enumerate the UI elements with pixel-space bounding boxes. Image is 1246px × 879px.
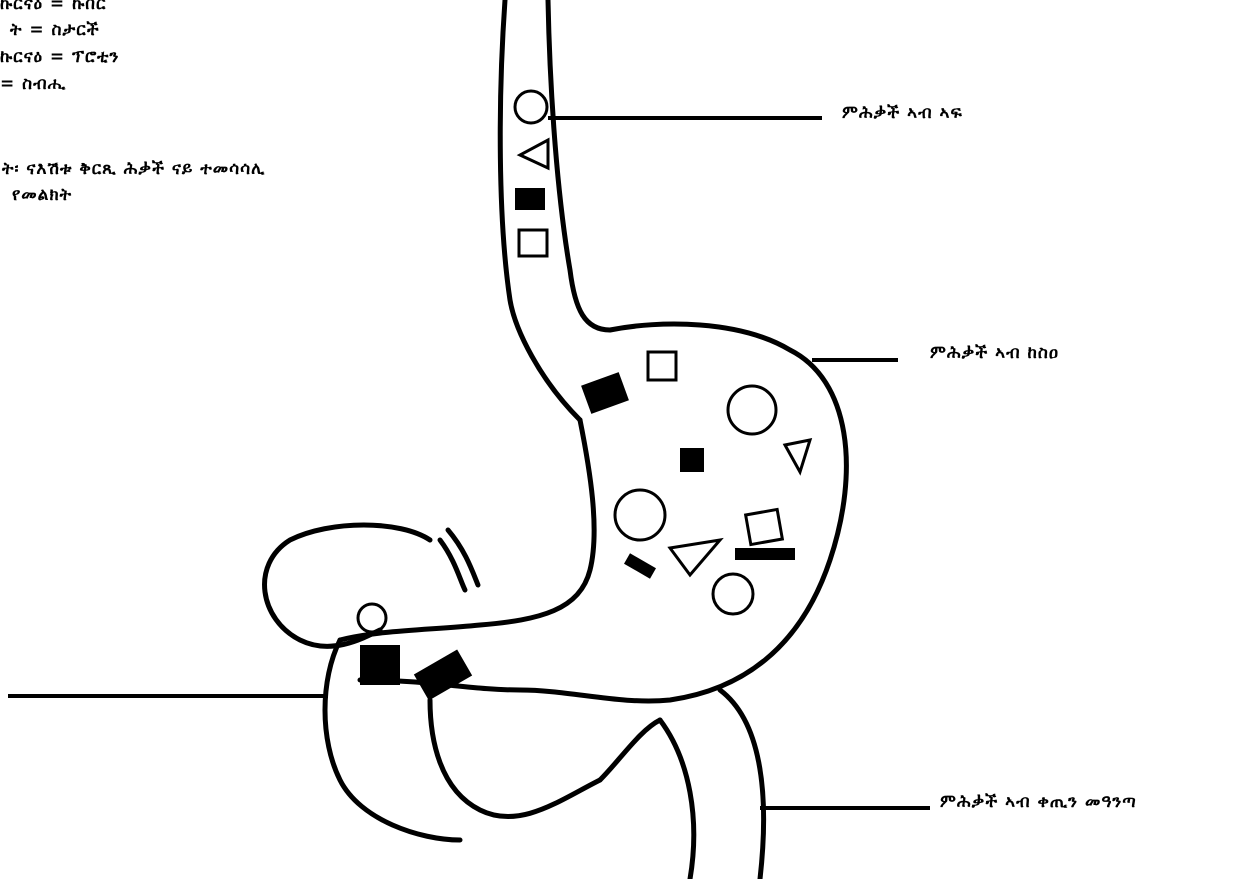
square-shape <box>519 230 547 256</box>
circle-shape <box>515 91 547 123</box>
bar-shape <box>515 188 545 210</box>
bar-shape <box>735 548 795 560</box>
bar-shape <box>360 645 400 685</box>
triangle-shape <box>670 540 720 575</box>
circle-shape <box>358 604 386 632</box>
duodenum-inner <box>430 700 600 817</box>
label-stomach: ምሕቃች ኣብ ከስዐ <box>930 343 1059 363</box>
bar-shape <box>624 553 656 578</box>
label-esophagus: ምሕቃች ኣብ ኣፍ <box>842 103 963 123</box>
square-shape <box>648 352 676 380</box>
intestine-outline <box>720 690 764 879</box>
intestine-inner <box>660 720 694 879</box>
triangle-shape <box>520 140 548 168</box>
label-intestine: ምሕቃች ኣብ ቀጢን መዓንጣ <box>940 792 1137 812</box>
bar-shape <box>680 448 704 472</box>
square-shape <box>746 509 783 544</box>
circle-shape <box>728 386 776 434</box>
intestine-lower <box>600 720 660 780</box>
circle-shape <box>615 490 665 540</box>
duct-lines <box>440 530 478 590</box>
esophagus-outline-right <box>548 0 610 330</box>
bar-shape <box>581 372 629 414</box>
circle-shape <box>713 574 753 614</box>
triangle-shape <box>785 440 810 472</box>
bar-shape <box>414 650 472 701</box>
pancreas-outline <box>265 525 430 646</box>
